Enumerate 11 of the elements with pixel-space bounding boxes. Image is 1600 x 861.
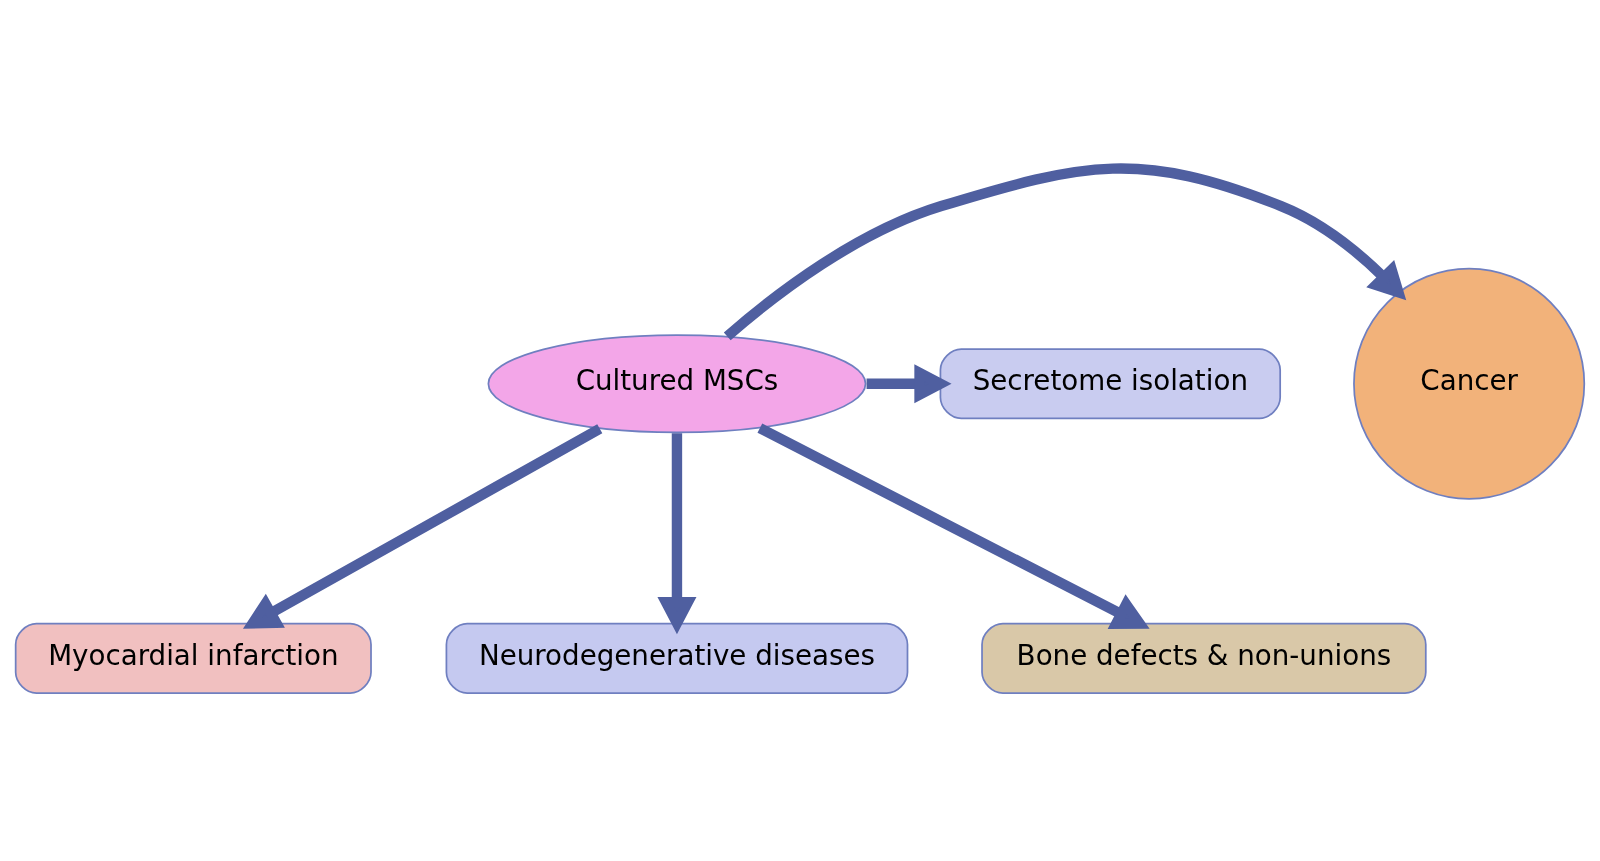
arrow [657, 433, 697, 635]
node-box: Myocardial infarction [14, 622, 372, 694]
arrow [866, 364, 952, 404]
arrow [242, 424, 603, 629]
arrow [757, 423, 1150, 630]
node-ellipse: Cultured MSCs [487, 334, 867, 434]
node-box: Secretome isolation [939, 348, 1282, 420]
node-circle: Cancer [1353, 267, 1586, 500]
node-box: Bone defects & non-unions [981, 622, 1427, 694]
node-box: Neurodegenerative diseases [445, 622, 909, 694]
arrow [723, 163, 1407, 341]
